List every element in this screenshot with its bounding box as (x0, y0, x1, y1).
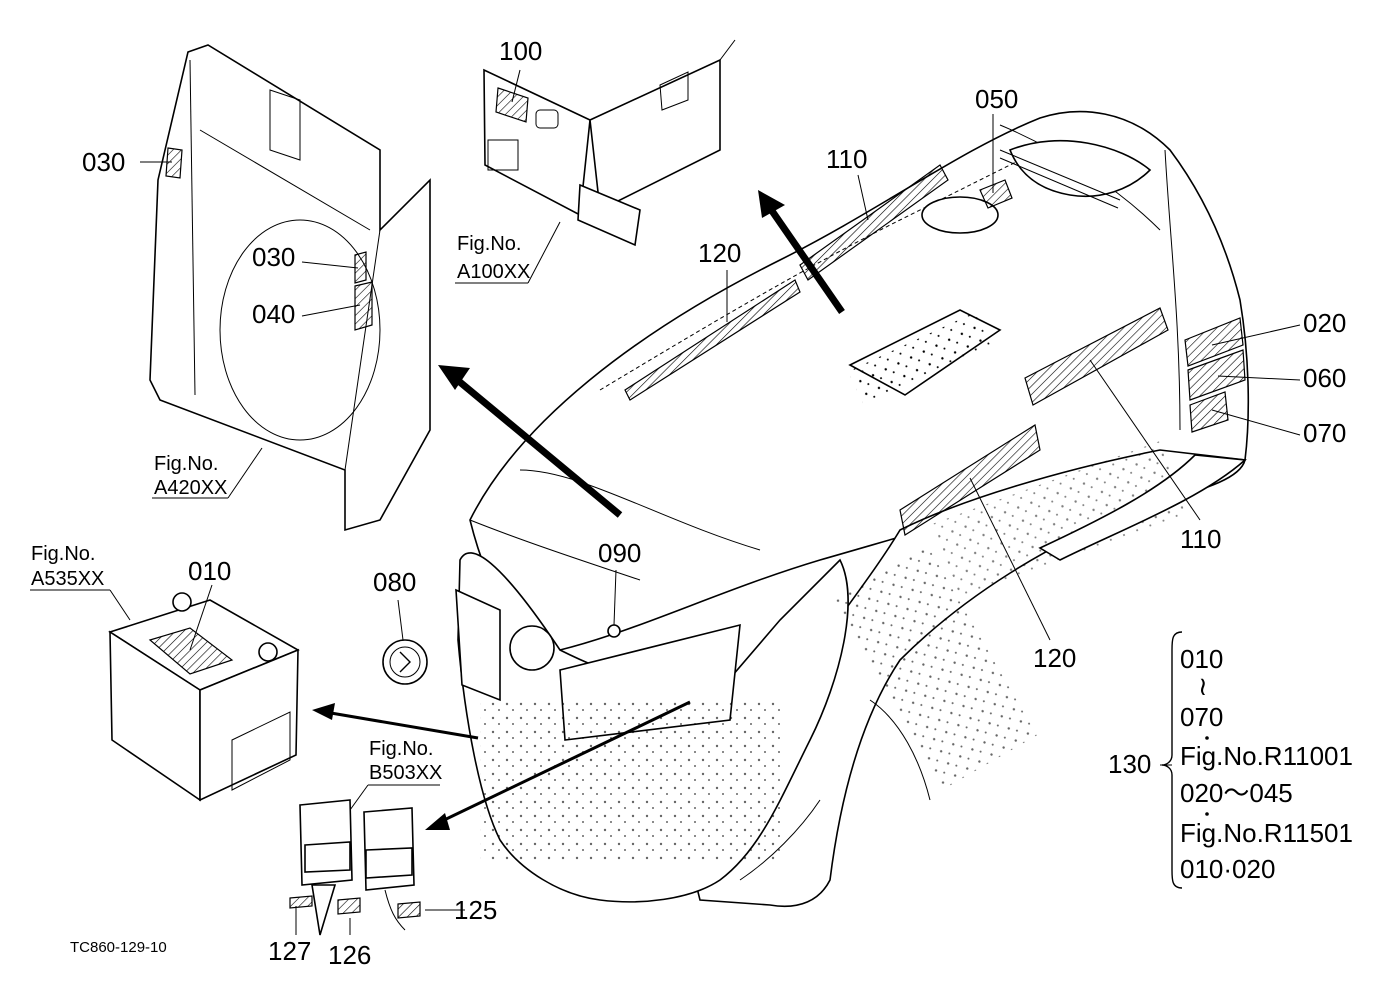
fig-ref-b503-prefix: Fig.No. (369, 738, 433, 760)
leader-lines (30, 69, 1301, 935)
decal-020 (1184, 317, 1244, 367)
fig-ref-a420-prefix: Fig.No. (154, 453, 218, 475)
label-110-top: 110 (826, 144, 867, 174)
decal-100 (495, 87, 529, 123)
bonnet-assembly (382, 110, 1250, 907)
set-ref2: Fig.No.R11501 (1180, 818, 1353, 848)
fig-ref-a535-prefix: Fig.No. (31, 543, 95, 565)
decal-060 (1187, 349, 1246, 401)
battery (108, 592, 300, 802)
decal-110-top (799, 164, 949, 281)
set-ref1-range: 020～045 (1180, 778, 1293, 808)
decal-110-side (1024, 307, 1169, 406)
fig-ref-a535-code: A535XX (31, 568, 104, 590)
label-125: 125 (454, 895, 497, 925)
label-120-side: 120 (1033, 643, 1076, 673)
decal-040 (354, 281, 373, 331)
label-010: 010 (188, 556, 231, 586)
set-range-end: 070 (1180, 702, 1223, 732)
set-contents-list: 010 ≀ 070 Fig.No.R11001 020～045 Fig.No.R… (1180, 644, 1353, 884)
grommet-090 (607, 624, 621, 638)
filler-cap (921, 196, 999, 234)
label-040: 040 (252, 299, 295, 329)
label-060: 060 (1303, 363, 1346, 393)
decal-010 (148, 627, 234, 675)
decal-070 (1189, 391, 1229, 433)
label-120-top: 120 (698, 238, 741, 268)
label-020: 020 (1303, 308, 1346, 338)
drawing-code: TC860-129-10 (70, 939, 167, 956)
decal-120-top (624, 279, 801, 401)
direction-arrows (312, 190, 845, 830)
decal-120-side (899, 424, 1041, 536)
fig-ref-a420-code: A420XX (154, 477, 227, 499)
label-126: 126 (328, 940, 371, 970)
step-rail (1038, 454, 1247, 561)
fig-ref-a100-prefix: Fig.No. (457, 233, 521, 255)
label-070: 070 (1303, 418, 1346, 448)
headlight-round (509, 625, 555, 671)
label-100: 100 (499, 36, 542, 66)
label-050: 050 (975, 84, 1018, 114)
emblem-080 (382, 639, 428, 685)
fig-ref-b503-code: B503XX (369, 762, 442, 784)
label-090: 090 (598, 538, 641, 568)
part-labels: 030 030 040 100 050 110 120 020 060 070 … (82, 36, 1346, 970)
figure-references: Fig.No. A100XX Fig.No. A420XX Fig.No. A5… (31, 233, 530, 784)
set-ref1: Fig.No.R11001 (1180, 741, 1353, 771)
label-030-a: 030 (82, 147, 125, 177)
headlight-left (455, 588, 501, 702)
label-110-side: 110 (1180, 524, 1221, 554)
label-030-b: 030 (252, 242, 295, 272)
label-130: 130 (1108, 749, 1151, 779)
set-ref2-range: 010·020 (1180, 854, 1275, 884)
set-range-sep: ≀ (1198, 671, 1208, 701)
side-cover-panel (149, 44, 431, 532)
fig-ref-a100-code: A100XX (457, 261, 530, 283)
label-080: 080 (373, 567, 416, 597)
set-bracket (1161, 631, 1183, 889)
connectors (289, 799, 421, 936)
decal-050 (979, 179, 1013, 209)
label-127: 127 (268, 936, 311, 966)
dash-panel (483, 39, 736, 247)
decal-030-lower (354, 251, 367, 284)
decal-030-upper (165, 147, 183, 179)
set-range-start: 010 (1180, 644, 1223, 674)
roof-vent (1008, 139, 1152, 198)
